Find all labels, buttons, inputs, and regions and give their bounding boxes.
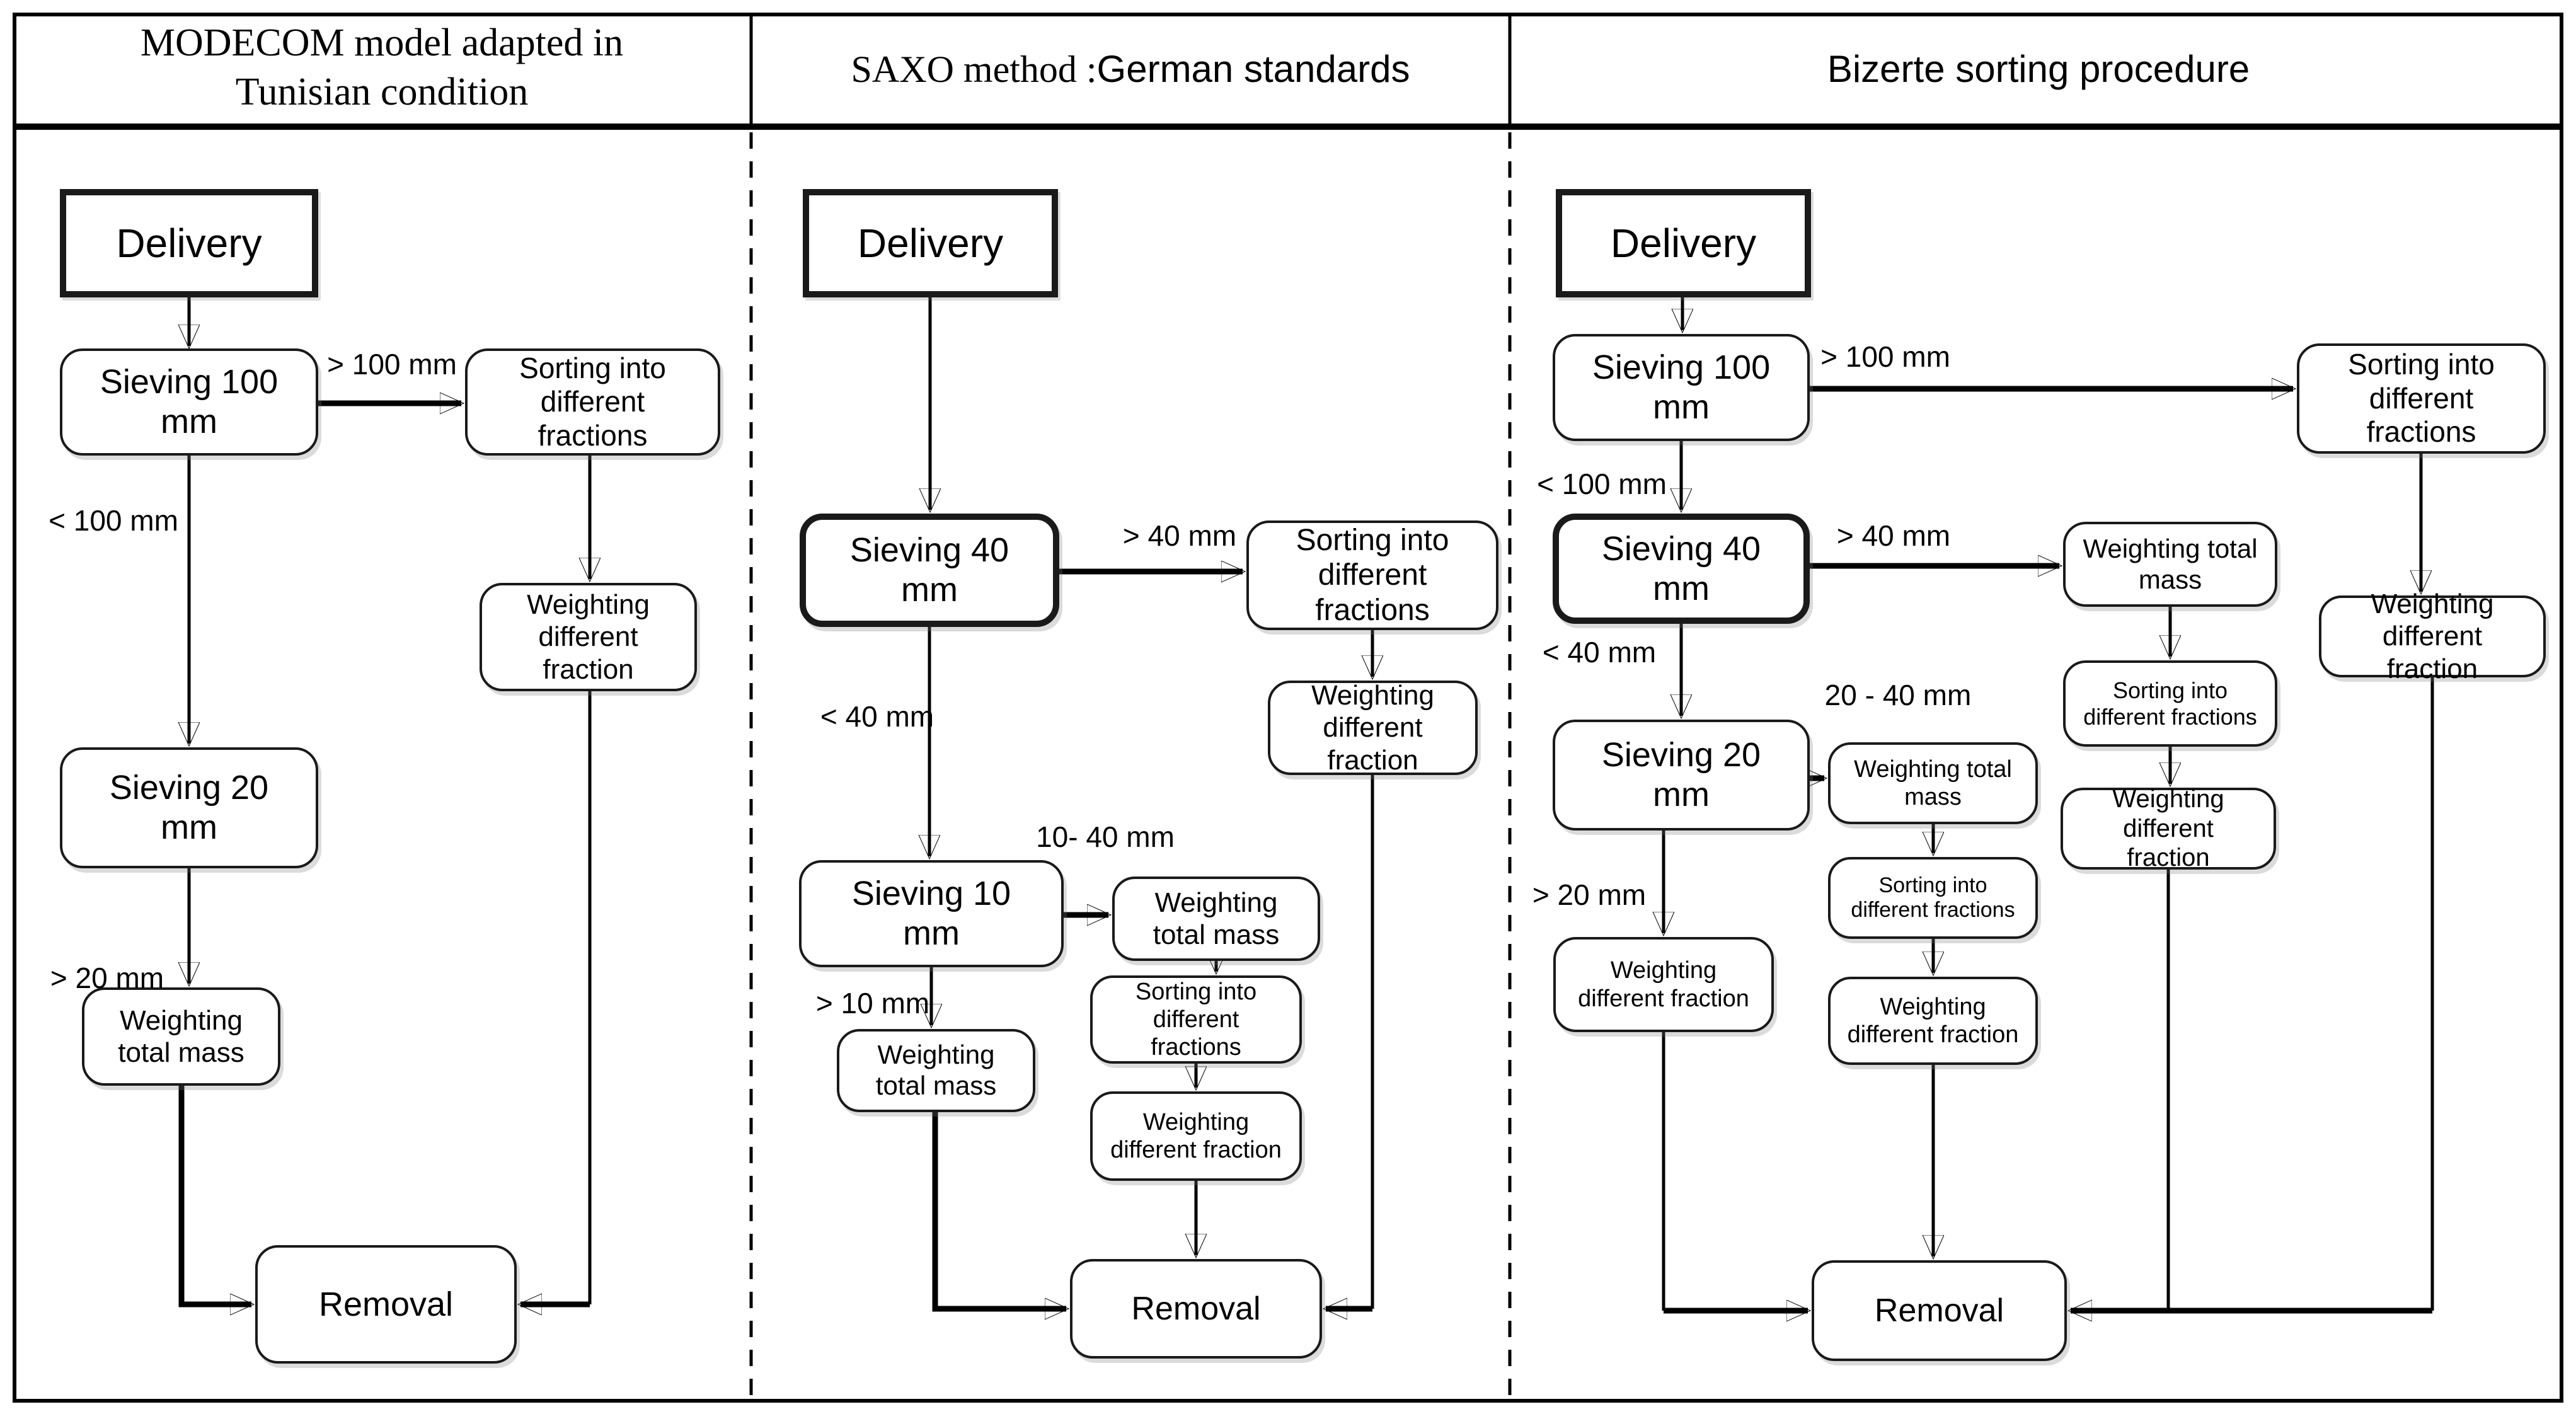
bizerte-sorting-20-node: Sorting into different fractions (1828, 857, 2038, 939)
bizerte-sorting-40-node: Sorting into different fractions (2063, 660, 2277, 747)
saxo-weighting-different-fraction-top-node: Weighting different fraction (1268, 680, 1478, 776)
outer-border (13, 13, 2563, 1403)
bizerte-weighting-different-fraction-40-node: Weighting different fraction (2061, 785, 2276, 871)
saxo-sorting-small-node: Sorting into different fractions (1090, 975, 1302, 1064)
modecom-label-gt-100mm: > 100 mm (327, 348, 457, 381)
bizerte-removal-node: Removal (1812, 1260, 2067, 1361)
bizerte-label-lt-40mm: < 40 mm (1542, 636, 1657, 669)
modecom-weighting-total-mass-node: Weighting total mass (82, 987, 280, 1086)
saxo-label-10-40mm: 10- 40 mm (1036, 820, 1175, 853)
modecom-label-lt-100mm: < 100 mm (49, 504, 178, 537)
bizerte-sieving-20-node: Sieving 20 mm (1553, 720, 1810, 831)
saxo-weighting-total-mass-bottom-node: Weighting total mass (837, 1029, 1035, 1112)
modecom-sieving-20-node: Sieving 20 mm (60, 747, 318, 868)
saxo-removal-node: Removal (1070, 1259, 1322, 1359)
column-header-modecom-line1: MODECOM model adapted in (140, 21, 624, 64)
saxo-label-lt-40mm: < 40 mm (820, 700, 934, 733)
saxo-label-gt-10mm: > 10 mm (815, 987, 930, 1020)
saxo-label-gt-40mm: > 40 mm (1122, 519, 1237, 552)
saxo-delivery-node: Delivery (803, 189, 1058, 297)
bizerte-weighting-total-mass-20-node: Weighting total mass (1828, 742, 2038, 824)
modecom-sieving-100-node: Sieving 100 mm (60, 348, 318, 456)
bizerte-delivery-node: Delivery (1556, 189, 1811, 297)
bizerte-sieving-40-node: Sieving 40 mm (1553, 514, 1810, 624)
column-header-saxo-sans: German standards (1096, 48, 1410, 90)
column-header-saxo: SAXO method :German standards (754, 45, 1507, 93)
bizerte-sorting-right-node: Sorting into different fractions (2297, 343, 2546, 454)
saxo-sieving-10-node: Sieving 10 mm (799, 860, 1064, 967)
saxo-sorting-top-node: Sorting into different fractions (1246, 520, 1498, 630)
bizerte-sieving-100-node: Sieving 100 mm (1553, 334, 1810, 441)
modecom-removal-node: Removal (255, 1245, 517, 1364)
column-header-bizerte: Bizerte sorting procedure (1827, 48, 2250, 90)
modecom-label-gt-20mm: > 20 mm (50, 962, 164, 994)
saxo-sieving-40-node: Sieving 40 mm (800, 514, 1059, 627)
bizerte-weighting-total-mass-40-node: Weighting total mass (2063, 522, 2277, 607)
bizerte-label-gt-100mm: > 100 mm (1820, 340, 1950, 373)
bizerte-label-gt-20mm: > 20 mm (1532, 878, 1647, 911)
bizerte-label-gt-40mm: > 40 mm (1836, 519, 1951, 552)
bizerte-label-20-40mm: 20 - 40 mm (1824, 679, 1972, 711)
bizerte-weighting-different-fraction-left-node: Weighting different fraction (1553, 937, 1774, 1032)
saxo-weighting-different-fraction-small-node: Weighting different fraction (1090, 1091, 1302, 1181)
modecom-delivery-node: Delivery (60, 189, 318, 297)
column-header-modecom: MODECOM model adapted in Tunisian condit… (16, 19, 747, 117)
saxo-weighting-total-mass-mid-node: Weighting total mass (1112, 877, 1320, 961)
column-header-saxo-serif: SAXO method : (851, 49, 1097, 90)
bizerte-label-lt-100mm: < 100 mm (1537, 468, 1667, 500)
bizerte-weighting-different-fraction-right-node: Weighting different fraction (2319, 589, 2546, 684)
modecom-sorting-node: Sorting into different fractions (465, 348, 720, 456)
column-header-modecom-line2: Tunisian condition (235, 70, 529, 113)
modecom-weighting-different-fraction-node: Weighting different fraction (480, 583, 697, 691)
bizerte-weighting-different-fraction-20-node: Weighting different fraction (1828, 977, 2038, 1065)
header-separator-line (13, 124, 2563, 130)
